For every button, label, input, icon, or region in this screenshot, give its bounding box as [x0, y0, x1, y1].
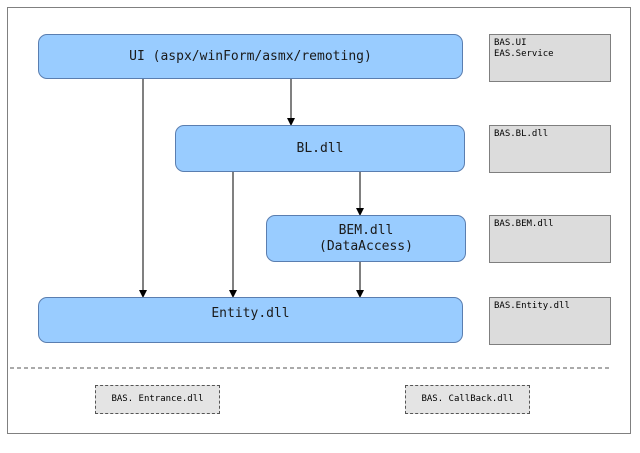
note-entity: BAS.Entity.dll: [489, 297, 611, 345]
note-ui: BAS.UI EAS.Service: [489, 34, 611, 82]
callback-dll-label: BAS. CallBack.dll: [421, 394, 514, 404]
note-entity-text: BAS.Entity.dll: [494, 301, 570, 311]
bl-layer-label: BL.dll: [296, 140, 344, 156]
note-ui-line1: BAS.UI: [494, 38, 527, 48]
note-bem-text: BAS.BEM.dll: [494, 219, 554, 229]
note-bl-text: BAS.BL.dll: [494, 129, 549, 139]
bem-layer-sublabel: (DataAccess): [319, 238, 413, 254]
note-bl: BAS.BL.dll: [489, 125, 611, 173]
note-bem: BAS.BEM.dll: [489, 215, 611, 263]
ui-layer-box: UI (aspx/winForm/asmx/remoting): [38, 34, 463, 79]
bl-layer-box: BL.dll: [175, 125, 465, 172]
bem-layer-label: BEM.dll: [338, 222, 394, 238]
entrance-dll-label: BAS. Entrance.dll: [111, 394, 204, 404]
entity-layer-box: Entity.dll: [38, 297, 463, 343]
ui-layer-label: UI (aspx/winForm/asmx/remoting): [129, 48, 372, 64]
note-ui-line2: EAS.Service: [494, 49, 554, 59]
callback-dll-box: BAS. CallBack.dll: [405, 385, 530, 414]
bem-layer-box: BEM.dll (DataAccess): [266, 215, 466, 262]
entrance-dll-box: BAS. Entrance.dll: [95, 385, 220, 414]
entity-layer-label: Entity.dll: [211, 306, 290, 321]
